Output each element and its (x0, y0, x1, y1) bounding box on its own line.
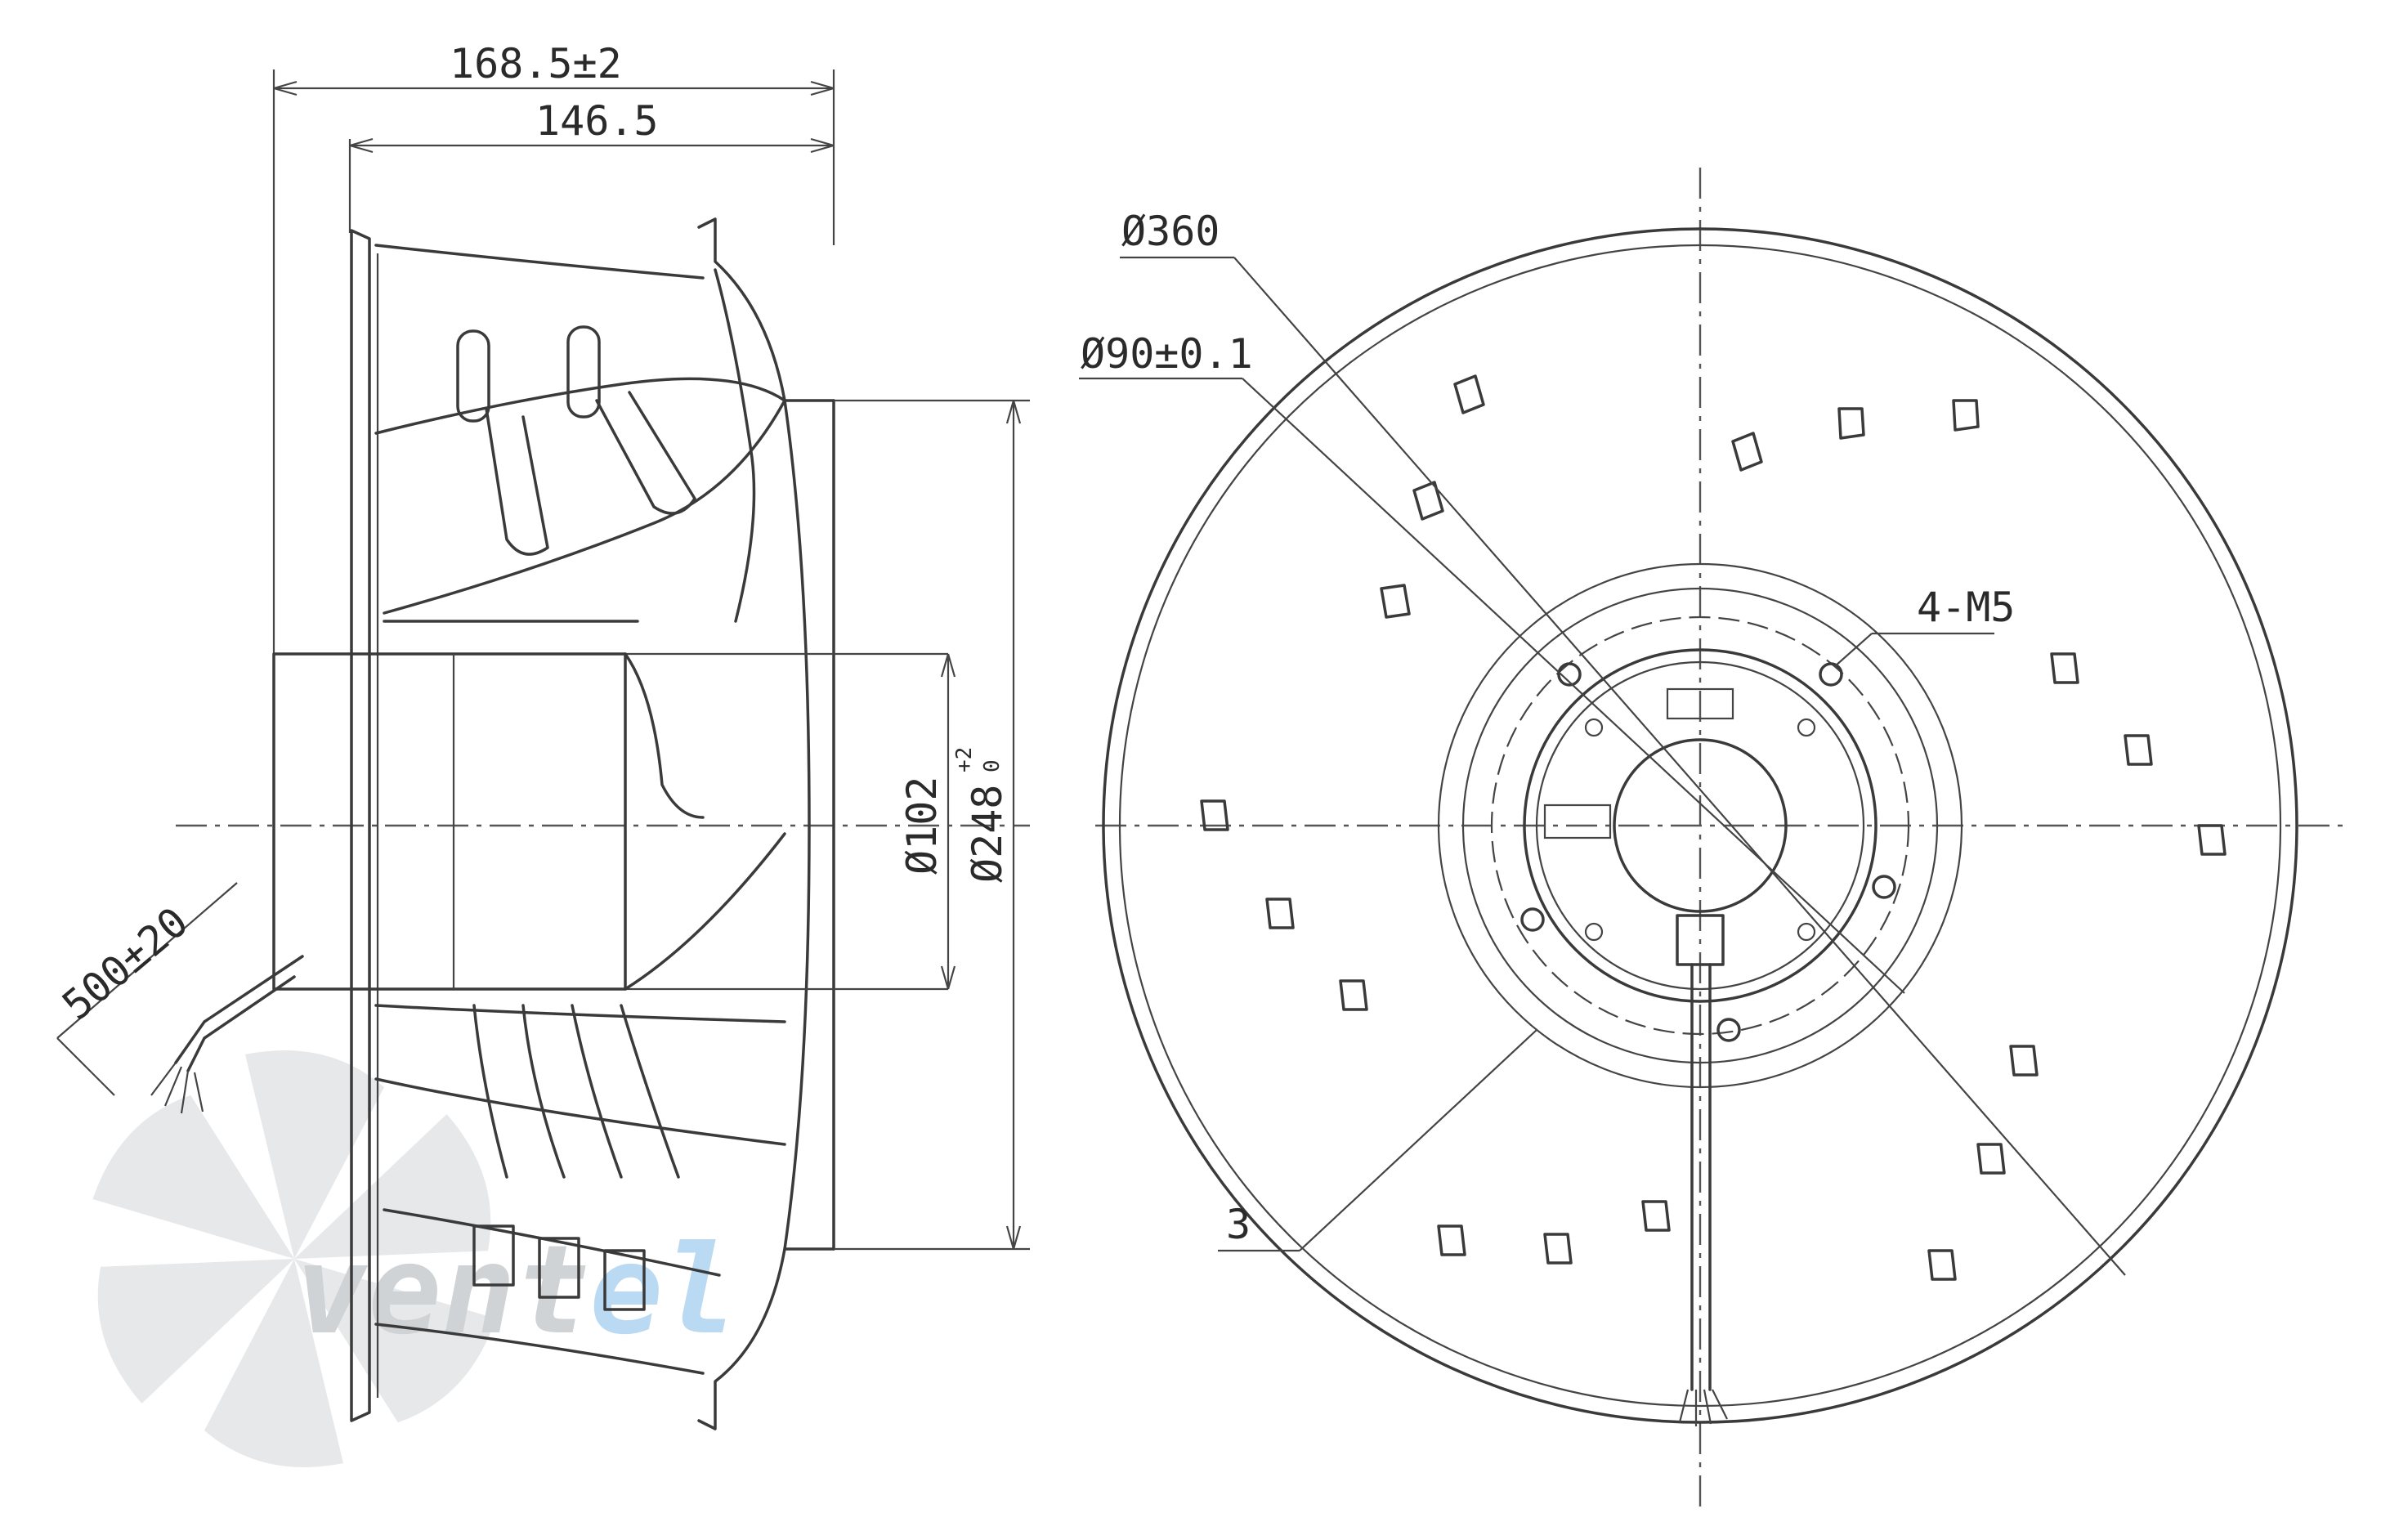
watermark-fan-icon (92, 1050, 496, 1467)
dimension-overall-length: 168.5±2 (272, 40, 835, 654)
bolt-hole (1557, 662, 1582, 687)
inlet-diameter-label: Ø248 (964, 785, 1011, 883)
motor-label-plate (1666, 687, 1734, 720)
bolt-hole-small (1797, 922, 1816, 942)
mounting-bolts (1520, 662, 1896, 1042)
motor-flange (1523, 648, 1877, 1003)
inlet-ring-circle (1437, 562, 1963, 1089)
bolt-hole-small (1797, 718, 1816, 737)
watermark-text-grey: vent (294, 1220, 589, 1362)
bolt-hole-small (1584, 718, 1604, 737)
watermark-logo: ventel (92, 1050, 737, 1467)
blade-outlets (1200, 374, 2227, 1281)
motor-hub (272, 652, 948, 991)
dimension-outer-diameter: Ø360 (1120, 208, 2126, 1276)
outer-diameter-label: Ø360 (1121, 208, 1220, 255)
bolt-circle-label: Ø90±0.1 (1081, 330, 1253, 378)
dimension-impeller-length: 146.5 (348, 97, 835, 233)
bolt-hole (1819, 662, 1843, 687)
impeller-outer-rim (1102, 227, 2298, 1424)
inlet-ring (697, 217, 835, 1430)
inlet-diameter-lower-tolerance: 0 (980, 759, 1005, 772)
front-view: Ø360 Ø90±0.1 4-M5 3 (1079, 168, 2346, 1512)
inlet-diameter-upper-tolerance: +2 (952, 747, 977, 772)
dimension-inlet-diameter: Ø248 +2 0 (834, 399, 1030, 1251)
impeller-length-label: 146.5 (535, 97, 659, 145)
callout-3-label: 3 (1226, 1201, 1251, 1248)
overall-length-label: 168.5±2 (450, 40, 622, 87)
callout-mounting-threads: 4-M5 (1834, 584, 2015, 667)
shaft-bore (1613, 738, 1788, 913)
watermark-text-blue: el (589, 1220, 737, 1362)
mounting-threads-label: 4-M5 (1917, 584, 2015, 631)
callout-3: 3 (1218, 1029, 1537, 1252)
impeller-blades-bottom (374, 1004, 786, 1375)
bolt-hole (1520, 907, 1545, 932)
svg-text:ventel: ventel (294, 1220, 737, 1362)
bolt-hole (1716, 1018, 1741, 1042)
dimension-bolt-circle: Ø90±0.1 (1079, 330, 1905, 994)
bolt-hole (1872, 875, 1896, 899)
cable-gland (1676, 914, 1725, 966)
back-plate (350, 229, 379, 1422)
cable-length-label: 500±20 (53, 898, 197, 1030)
hub-diameter-label: Ø102 (898, 777, 946, 875)
dimension-hub-diameter: Ø102 (898, 653, 956, 990)
bolt-hole-small (1584, 922, 1604, 942)
impeller-blades-top (374, 244, 786, 623)
